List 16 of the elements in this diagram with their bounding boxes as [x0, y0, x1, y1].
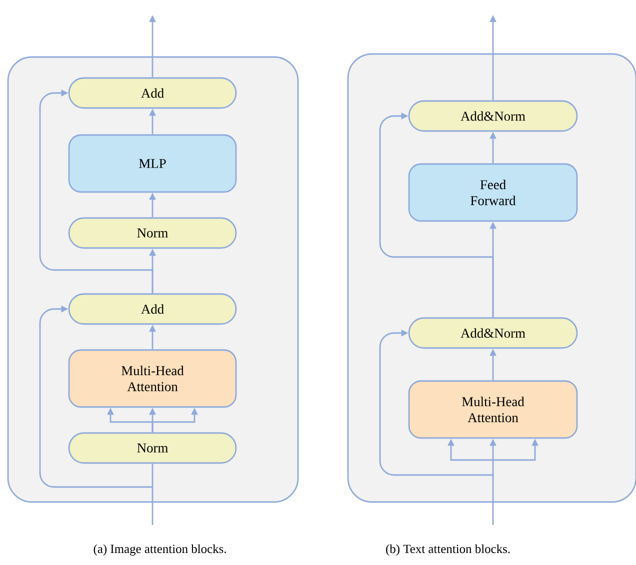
pill-box: Add&Norm — [408, 100, 578, 132]
pill-box: Add — [68, 293, 237, 325]
arrow — [379, 112, 494, 318]
pill-box: Add — [68, 77, 237, 109]
process-box: Feed Forward — [408, 163, 578, 222]
process-box: MLP — [68, 134, 237, 193]
caption: (b) Text attention blocks. — [386, 544, 510, 556]
arrow — [39, 306, 152, 488]
process-box: Multi-Head Attention — [68, 349, 237, 408]
pill-box: Norm — [68, 432, 237, 464]
pill-box: Add&Norm — [408, 317, 578, 349]
process-box: Multi-Head Attention — [408, 380, 578, 439]
caption: (a) Image attention blocks. — [94, 544, 226, 556]
arrow — [39, 90, 154, 294]
pill-box: Norm — [68, 217, 237, 249]
arrow — [379, 330, 493, 476]
